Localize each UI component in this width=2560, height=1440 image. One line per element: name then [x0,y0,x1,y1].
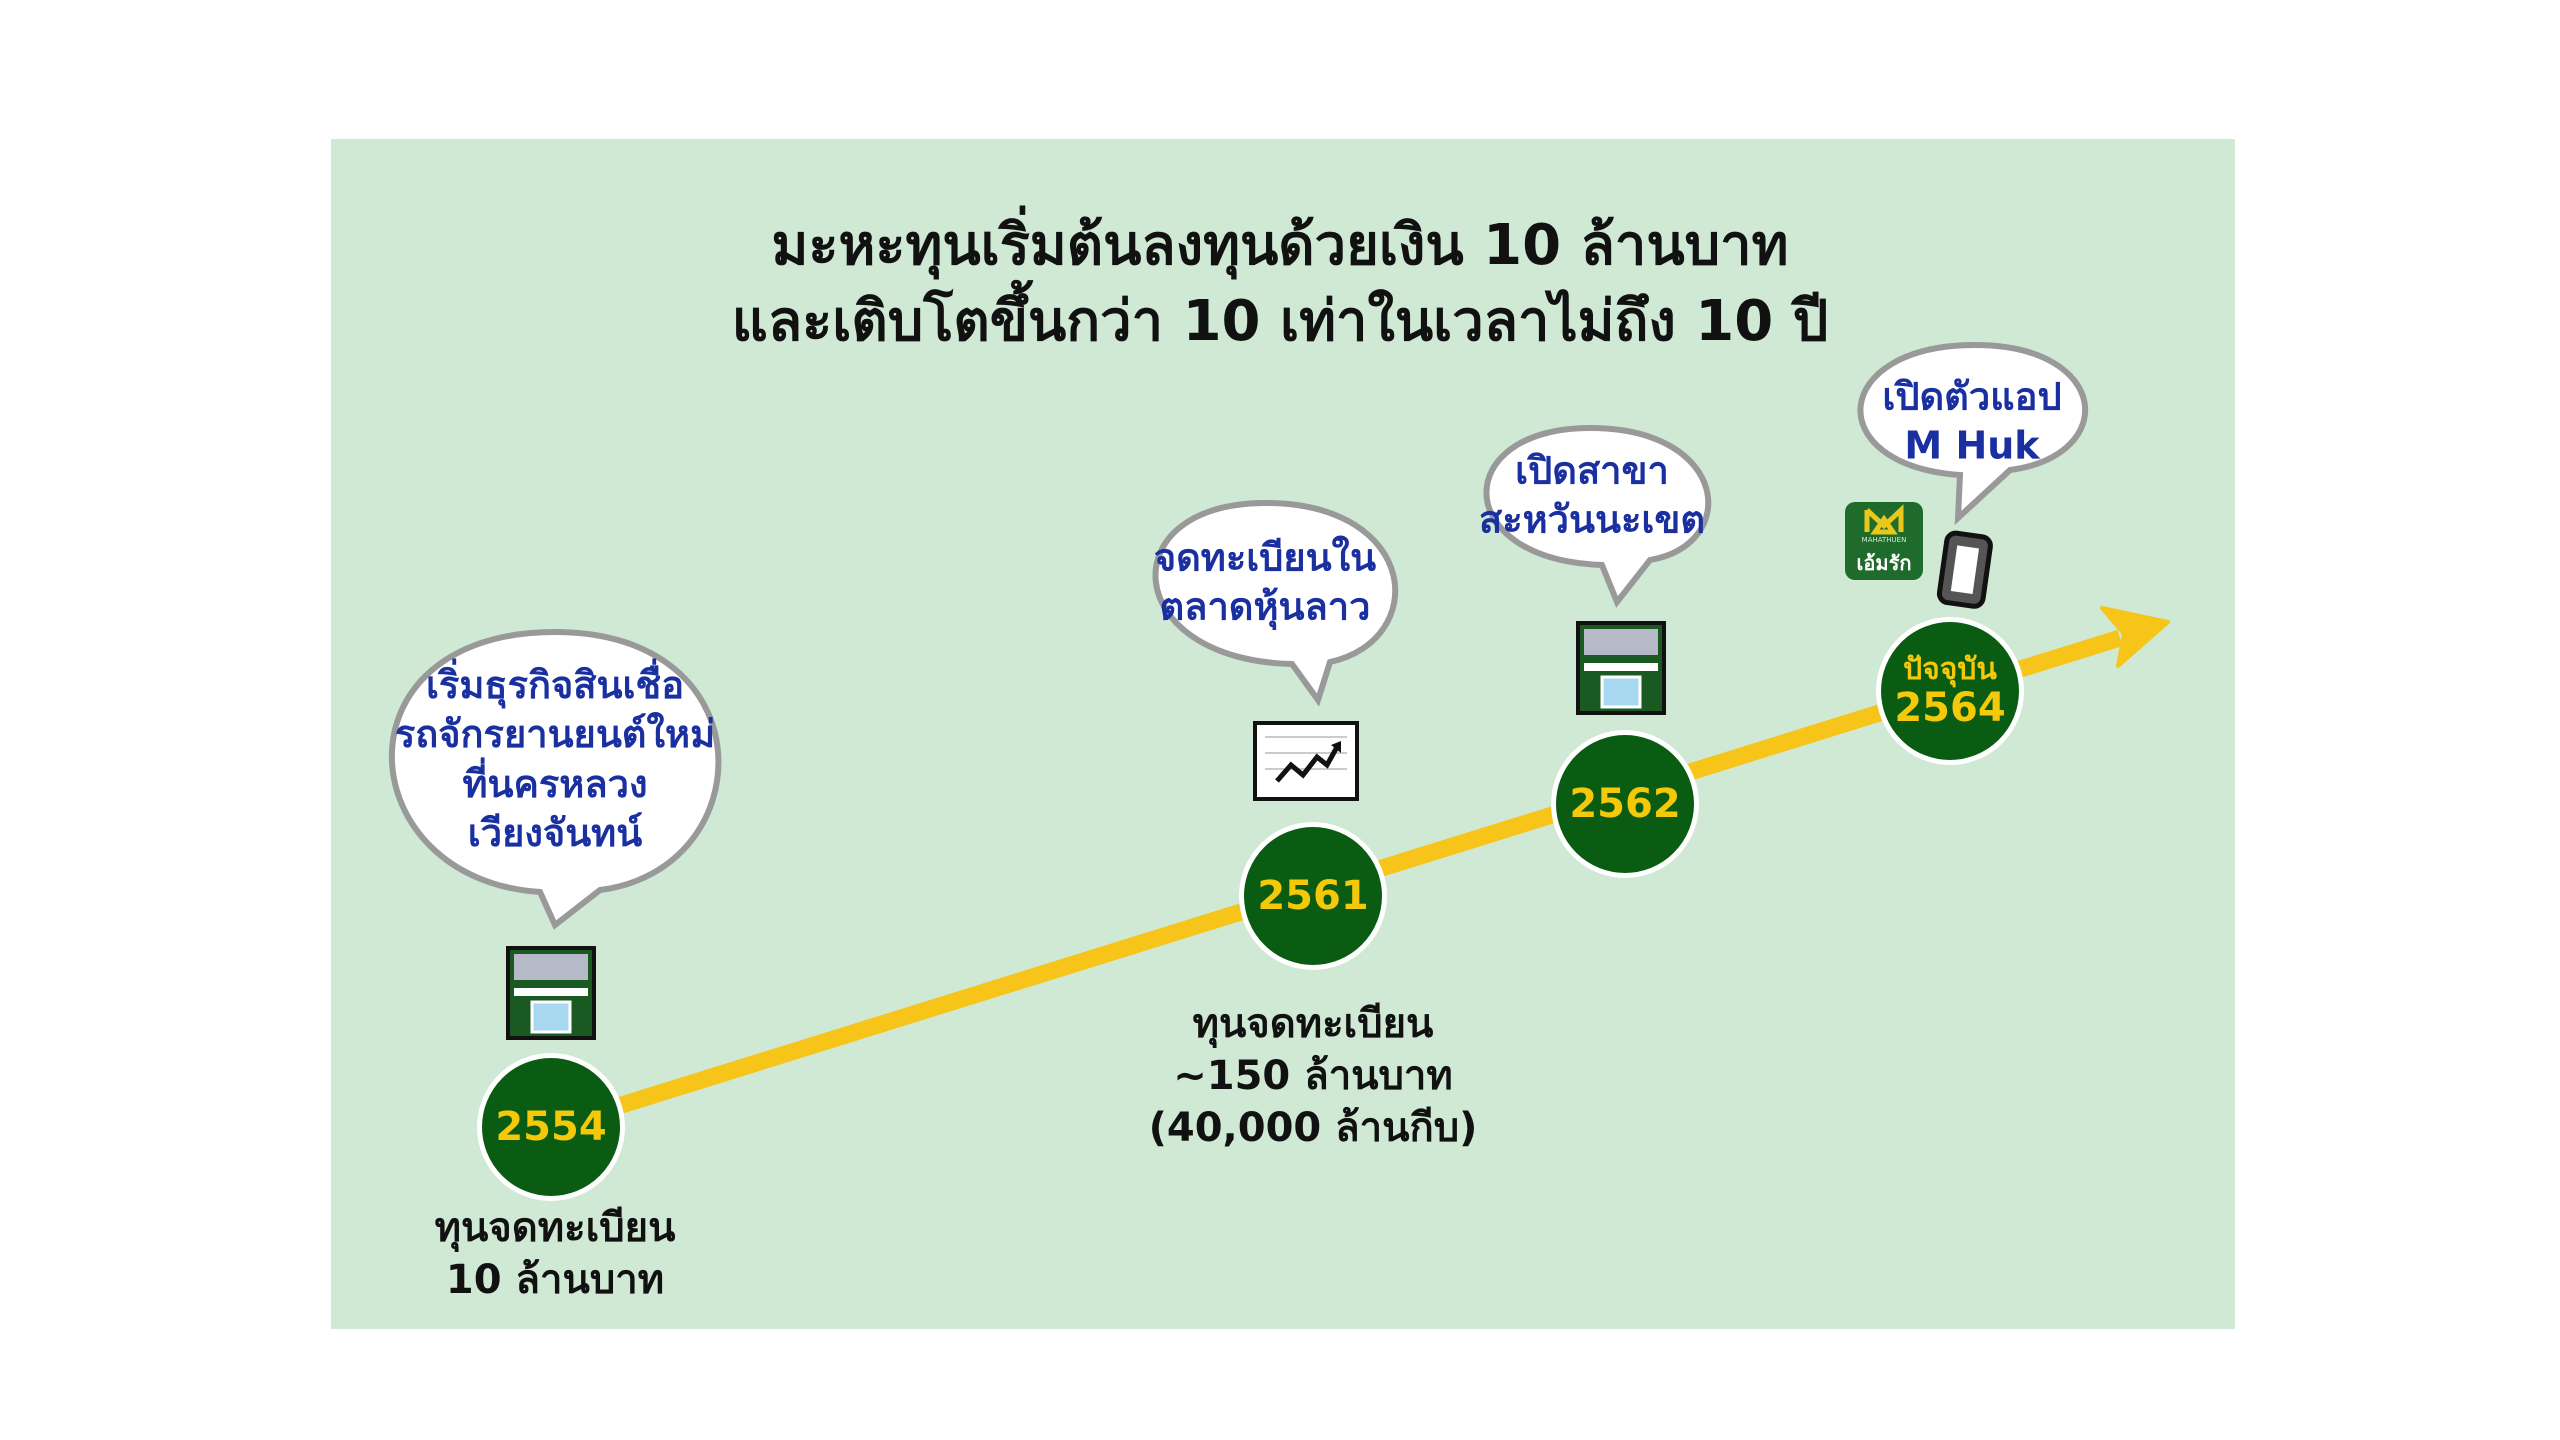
title-line-2: และเติบโตขึ้นกว่า 10 เท่าในเวลาไม่ถึง 10… [731,289,1829,354]
bubble-line: ที่นครหลวง [462,762,648,806]
bubble-line: ตลาดหุ้นลาว [1159,585,1371,629]
app-name-text: เอ้มรัก [1857,551,1912,575]
capital-label-2554: ทุนจดทะเบียน 10 ล้านบาท [435,1202,676,1306]
bubble-line: เปิดตัวแอป [1882,374,2062,419]
speech-bubble-2 [1152,499,1398,707]
speech-bubble-3 [1483,424,1712,608]
arrow-head-icon [2100,606,2170,668]
bubble-line: สะหวันนะเขต [1479,498,1705,542]
store-icon [1576,621,1666,715]
label-line: (40,000 ล้านกีบ) [1148,1105,1478,1151]
app-brand-text: MAHATHUEN [1862,536,1907,544]
year-text: 2564 [1894,684,2006,731]
year-text: 2562 [1569,781,1681,827]
year-circle-2562: 2562 [1551,730,1699,878]
bubble-line: จดทะเบียนใน [1153,535,1377,580]
stock-chart-icon [1253,721,1359,801]
speech-bubble-1 [388,628,722,930]
bubble-text-2564: เปิดตัวแอป M Huk [1882,373,2061,472]
label-line: ทุนจดทะเบียน [434,1205,676,1251]
bubble-line: เวียงจันทน์ [467,811,643,856]
year-circle-2564: ปัจจุบัน 2564 [1876,617,2024,765]
label-line: ทุนจดทะเบียน [1192,1001,1434,1047]
label-line: ~150 ล้านบาท [1173,1053,1453,1099]
bubble-text-2554: เริ่มธุรกิจสินเชื่อ รถจักรยานยนต์ใหม่ ที… [395,661,715,859]
speech-bubble-4 [1857,341,2089,526]
year-text: 2554 [495,1104,607,1150]
year-text: 2561 [1257,873,1369,919]
store-icon [506,946,596,1040]
year-circle-2554: 2554 [477,1053,625,1201]
bubble-line: เริ่มธุรกิจสินเชื่อ [425,663,685,708]
bubble-text-2562: เปิดสาขา สะหวันนะเขต [1479,447,1705,546]
label-line: 10 ล้านบาท [445,1257,665,1303]
bubble-line: รถจักรยานยนต์ใหม่ [394,712,716,757]
bubble-text-2561: จดทะเบียนใน ตลาดหุ้นลาว [1154,534,1376,633]
year-circle-2561: 2561 [1239,822,1387,970]
mobile-app-icon: MAHATHUEN เอ้มรัก [1845,502,1923,580]
bubble-line: M Huk [1904,424,2040,468]
title-line-1: มะหะทุนเริ่มต้นลงทุนด้วยเงิน 10 ล้านบาท [771,213,1789,278]
phone-icon [1936,530,1993,609]
bubble-line: เปิดสาขา [1515,448,1669,493]
year-caption: ปัจจุบัน [1903,651,1997,687]
capital-label-2561: ทุนจดทะเบียน ~150 ล้านบาท (40,000 ล้านกี… [1149,998,1478,1154]
